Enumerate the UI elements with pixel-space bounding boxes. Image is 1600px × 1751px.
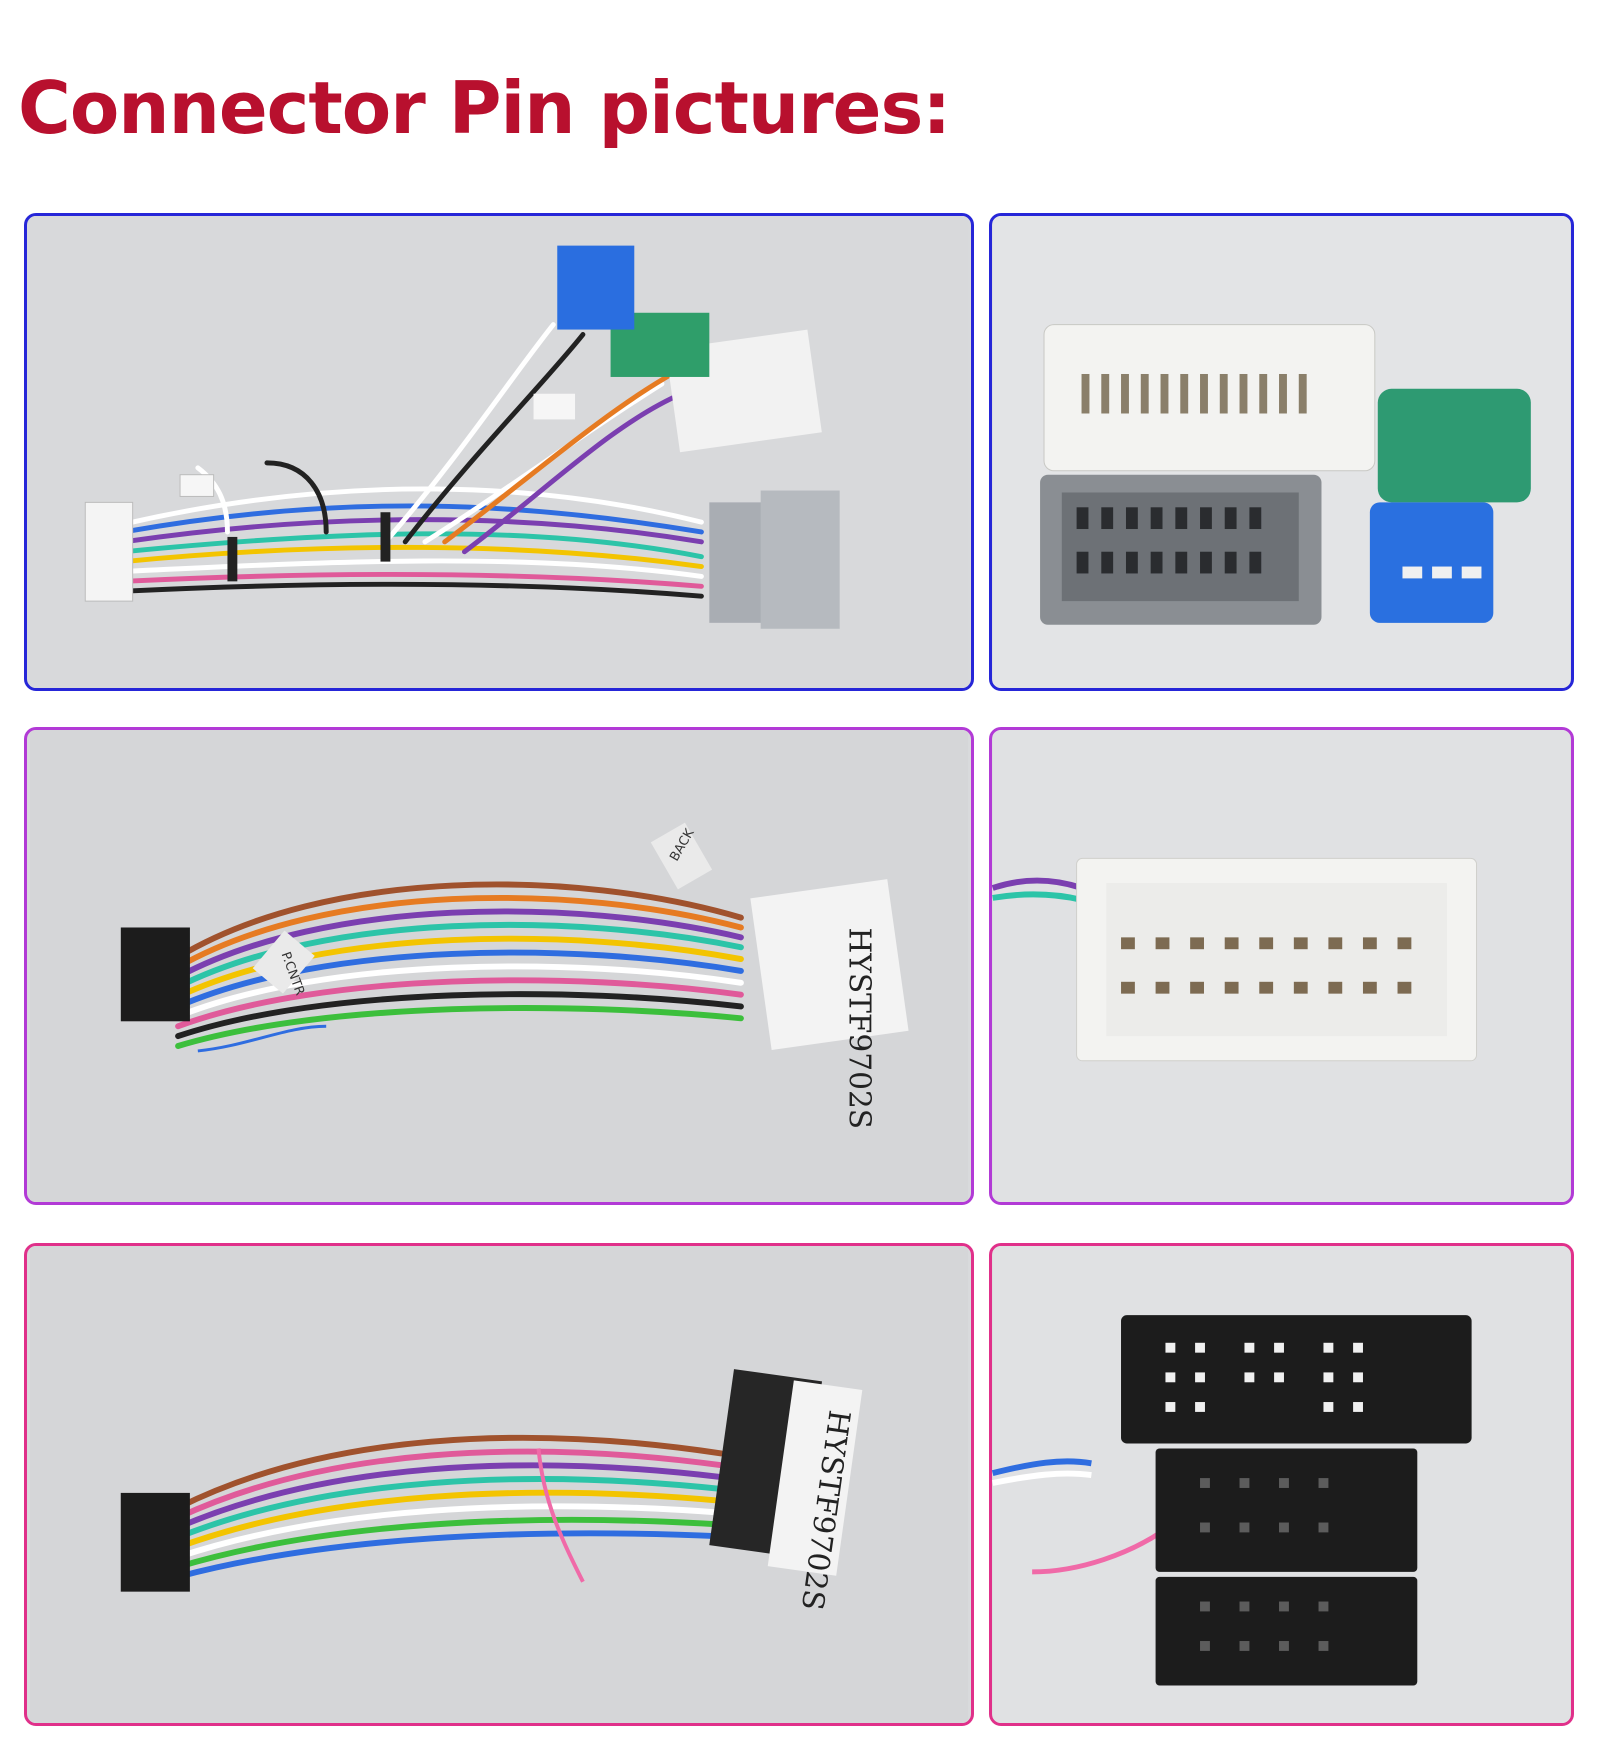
panel-connector-closeup bbox=[989, 213, 1574, 691]
harness-photo: P.CNTR BACK HYSTF9702S bbox=[29, 730, 969, 1202]
connector-photo bbox=[992, 730, 1571, 1202]
harness-photo bbox=[29, 216, 969, 688]
connector-photo bbox=[992, 216, 1571, 688]
iso-plug-photo bbox=[992, 1246, 1571, 1723]
panel-iso-plug-face bbox=[989, 1243, 1574, 1726]
panel-connector-face bbox=[989, 727, 1574, 1205]
harness-photo: HYSTF9702S bbox=[29, 1246, 969, 1723]
page-title: Connector Pin pictures: bbox=[18, 66, 951, 150]
panel-iso-harness-2: HYSTF9702S bbox=[24, 1243, 974, 1726]
model-label: HYSTF9702S bbox=[843, 927, 877, 1129]
panel-harness-overview bbox=[24, 213, 974, 691]
panel-iso-harness: P.CNTR BACK HYSTF9702S bbox=[24, 727, 974, 1205]
